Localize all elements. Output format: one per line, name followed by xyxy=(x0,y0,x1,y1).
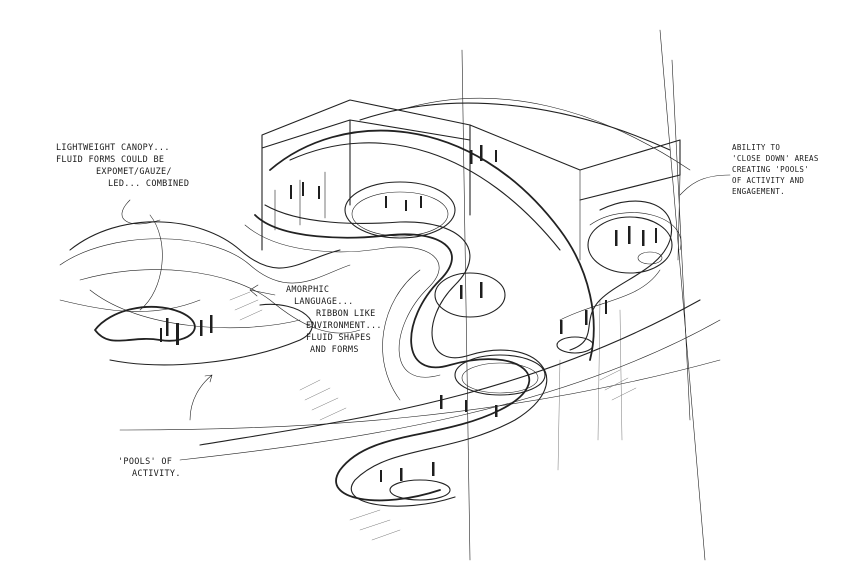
close-down-annotation: Ability to 'close down' areas creating '… xyxy=(732,142,819,197)
pools-line-2: activity. xyxy=(132,469,181,479)
close-down-line-5: engagement. xyxy=(732,187,785,196)
amorphic-annotation: Amorphic language... Ribbon like environ… xyxy=(286,284,382,356)
vertical-construction-lines xyxy=(461,29,706,561)
canopy-line-2: Fluid forms could be xyxy=(56,155,165,165)
amorphic-line-5: Fluid shapes xyxy=(306,333,372,343)
close-down-line-4: of activity and xyxy=(732,176,805,185)
canopy-line-3: Expomet/gauze/ xyxy=(96,167,172,177)
pools-annotation: 'Pools' of activity. xyxy=(118,456,181,480)
amorphic-line-6: and forms xyxy=(310,345,359,355)
canopy-line-1: Lightweight canopy... xyxy=(56,143,170,153)
amorphic-line-3: Ribbon like xyxy=(316,309,376,319)
amorphic-line-2: language... xyxy=(294,297,354,307)
close-down-line-2: 'close down' areas xyxy=(732,154,819,163)
close-down-line-1: Ability to xyxy=(732,143,781,152)
pencil-shading xyxy=(229,291,637,541)
annotation-arrows xyxy=(121,174,731,421)
pools-line-1: 'Pools' of xyxy=(118,457,173,467)
canopy-annotation: Lightweight canopy... Fluid forms could … xyxy=(56,142,189,190)
serpentine-ribbon xyxy=(244,200,682,507)
close-down-line-3: creating 'pools' xyxy=(732,165,810,174)
canopy-line-4: LED... combined xyxy=(108,179,190,189)
left-canopy-ribbon xyxy=(59,214,361,366)
activity-pools xyxy=(344,181,673,501)
people-figures xyxy=(160,145,657,482)
building-block xyxy=(261,99,681,261)
amorphic-line-4: environment... xyxy=(306,321,382,331)
amorphic-line-1: Amorphic xyxy=(286,285,330,295)
sweeping-arcs xyxy=(119,97,721,461)
